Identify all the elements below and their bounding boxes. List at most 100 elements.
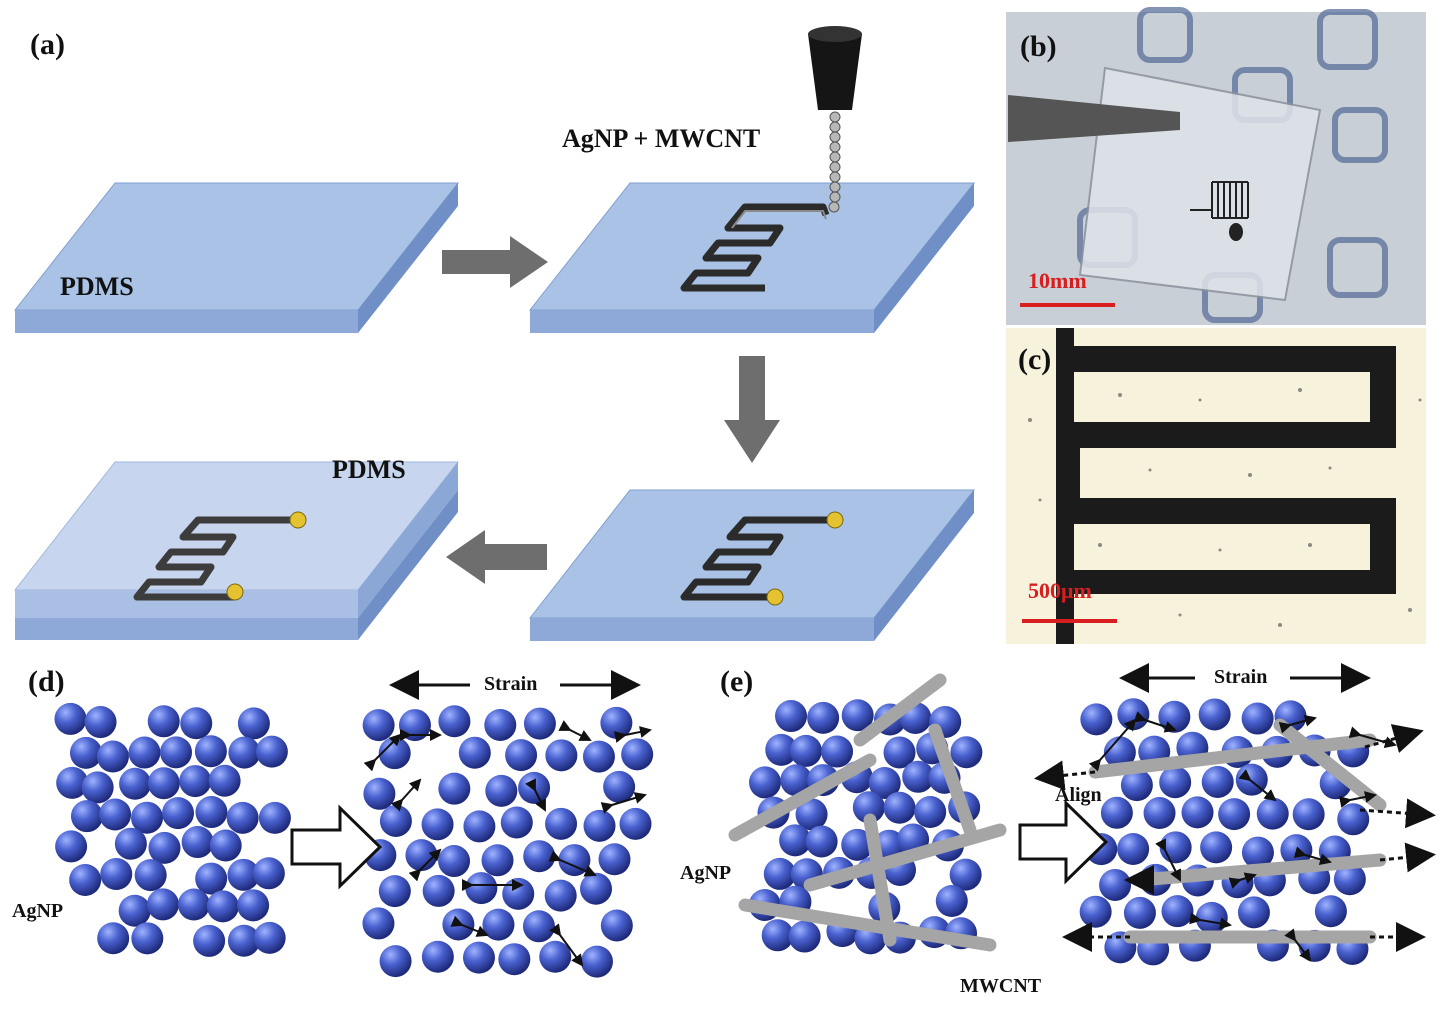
nanoparticle	[779, 824, 812, 857]
nanoparticle	[181, 826, 214, 859]
nanoparticle	[545, 807, 578, 840]
nanoparticle	[463, 810, 496, 843]
nanoparticle	[227, 924, 260, 957]
nanoparticle	[253, 921, 286, 954]
nanoparticle	[147, 705, 180, 738]
nanoparticle	[1292, 798, 1325, 831]
ink-droplets	[828, 111, 841, 213]
nanoparticle	[177, 888, 210, 921]
nanoparticle	[522, 910, 555, 943]
nanoparticle	[852, 791, 885, 824]
nanoparticle	[1117, 832, 1150, 865]
nanoparticle	[580, 872, 613, 905]
nanoparticle	[209, 829, 242, 862]
nanoparticle	[883, 791, 916, 824]
nanoparticle	[1158, 700, 1191, 733]
nanoparticle	[841, 699, 874, 732]
pdms-slab-1	[13, 182, 460, 333]
nanoparticle	[775, 700, 808, 733]
nanoparticle	[405, 839, 438, 872]
nanoparticle	[1181, 796, 1214, 829]
mwcnt-label: MWCNT	[960, 975, 1042, 997]
nanoparticle	[582, 740, 615, 773]
process-arrow-right	[442, 236, 548, 288]
nanoparticle	[69, 736, 102, 769]
nanoparticle	[226, 801, 259, 834]
panel-c-letter: (c)	[1018, 343, 1052, 376]
gap-arrow	[1278, 714, 1317, 734]
nanoparticle	[195, 862, 228, 895]
nanoparticle	[208, 764, 241, 797]
nanoparticle	[69, 863, 102, 896]
nanoparticle	[780, 764, 813, 797]
nanoparticle	[765, 733, 798, 766]
nanoparticle	[1241, 836, 1274, 869]
nanoparticle	[56, 766, 89, 799]
nanoparticle	[1079, 895, 1112, 928]
align-arrow	[1364, 724, 1424, 753]
nanoparticle	[362, 907, 395, 940]
carbon-nanotube	[928, 723, 977, 837]
gap-arrow	[1228, 872, 1257, 889]
nanoparticle	[539, 940, 572, 973]
carbon-nanotube	[728, 753, 877, 842]
gap-arrow	[548, 850, 597, 877]
nanoparticle	[950, 736, 983, 769]
nanoparticle	[146, 888, 179, 921]
carbon-nanotube	[738, 898, 997, 952]
nanoparticle	[518, 771, 551, 804]
nanoparticle	[1100, 796, 1133, 829]
lead-wires-3	[766, 511, 938, 606]
nanoparticle	[462, 941, 495, 974]
nanoparticle	[821, 735, 854, 768]
gap-arrow	[450, 915, 489, 937]
nanoparticle	[580, 945, 613, 978]
nanoparticle	[84, 706, 117, 739]
nanoparticle	[180, 707, 213, 740]
pdms-slab-4	[13, 461, 460, 640]
gap-arrow	[600, 792, 647, 814]
gap-arrow	[1293, 846, 1332, 866]
nanoparticle	[70, 800, 103, 833]
nanoparticle	[598, 843, 631, 876]
nanoparticle	[902, 760, 935, 793]
pdms-label-cover: PDMS	[332, 455, 406, 484]
nanoparticle	[54, 702, 87, 735]
nanoparticle	[1123, 896, 1156, 929]
process-arrow-left	[446, 530, 547, 584]
nanoparticle	[81, 771, 114, 804]
nanoparticle	[807, 701, 840, 734]
gap-arrow	[558, 720, 592, 741]
nanoparticle	[523, 840, 556, 873]
panel-b-letter: (b)	[1020, 30, 1057, 63]
nanoparticle	[128, 736, 161, 769]
gap-arrow	[525, 778, 546, 812]
nanoparticle	[258, 801, 291, 834]
nanoparticle	[500, 806, 533, 839]
nanoparticle	[179, 765, 212, 798]
nanoparticle	[421, 940, 454, 973]
gap-arrow	[614, 726, 652, 743]
gap-arrow	[1348, 726, 1397, 749]
nanoparticle	[544, 879, 577, 912]
panel-d-letter: (d)	[28, 665, 65, 698]
nanoparticle	[1099, 868, 1132, 901]
nanoparticle	[228, 736, 261, 769]
process-arrow-down	[724, 356, 780, 463]
nanoparticle	[237, 889, 270, 922]
nanoparticle	[805, 825, 838, 858]
agnp-mwcnt-cluster-strained	[1034, 698, 1436, 966]
nanoparticle	[1159, 766, 1192, 799]
nanoparticle	[761, 919, 794, 952]
nanoparticle	[147, 767, 180, 800]
nanoparticle	[99, 798, 132, 831]
agnp-mwcnt-cluster-unstrained	[728, 673, 1007, 955]
nanoparticle	[118, 894, 151, 927]
nanoparticle	[195, 796, 228, 829]
nanoparticle	[795, 798, 828, 831]
nanoparticle	[481, 844, 514, 877]
nanoparticle	[621, 738, 654, 771]
nanoparticle	[438, 772, 471, 805]
nanoparticle	[131, 801, 164, 834]
nanoparticle	[438, 705, 471, 738]
